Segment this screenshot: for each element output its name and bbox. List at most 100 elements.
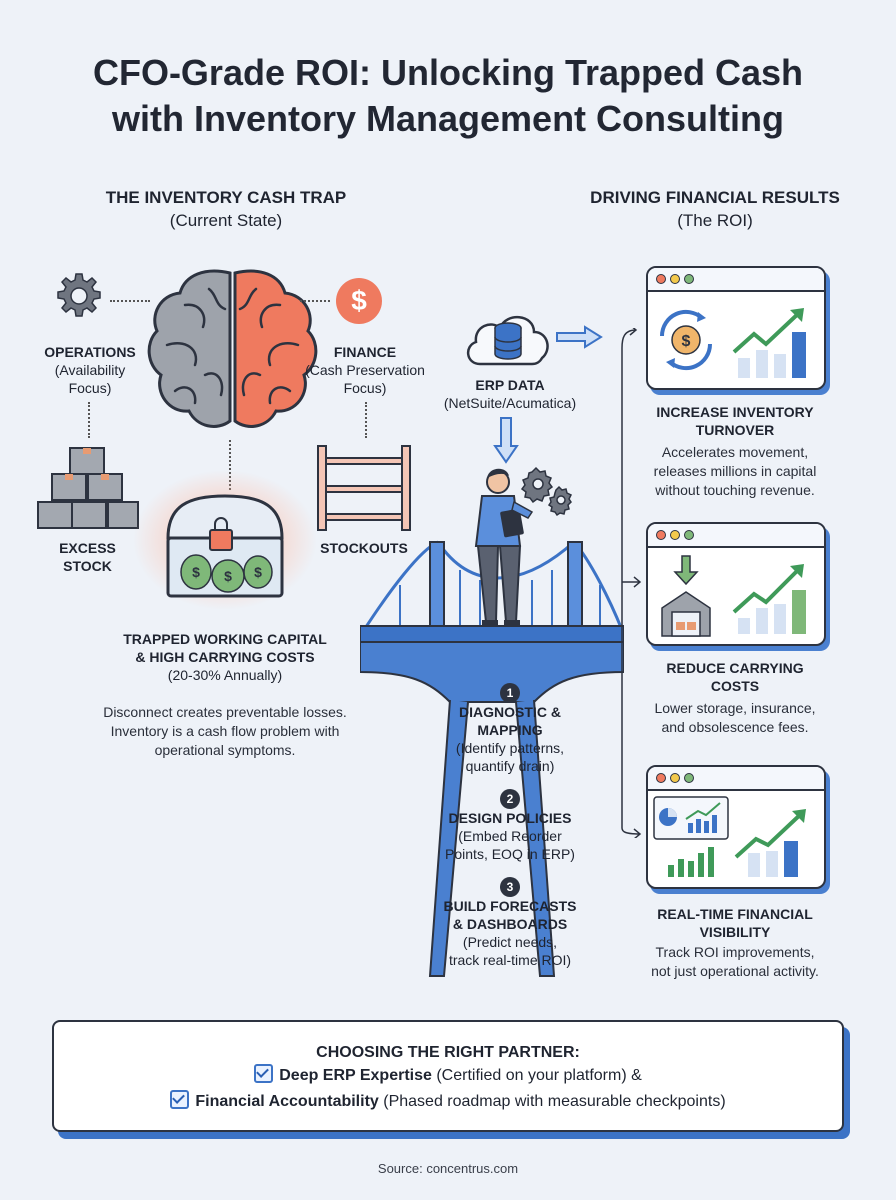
step-2: 2 DESIGN POLICIES (Embed Reorder Points,… xyxy=(430,789,590,863)
svg-text:$: $ xyxy=(224,568,232,584)
carrying-costs-title-1: REDUCE CARRYING xyxy=(666,660,804,676)
step-1-desc-1: (Identify patterns, xyxy=(455,740,565,756)
title-line-1: CFO-Grade ROI: Unlocking Trapped Cash xyxy=(92,52,804,93)
operations-desc-2: Focus) xyxy=(68,380,112,396)
finance-desc-2: Focus) xyxy=(343,380,387,396)
partner-box: CHOOSING THE RIGHT PARTNER: Deep ERP Exp… xyxy=(52,1020,844,1132)
carrying-costs-desc-2: and obsolescence fees. xyxy=(661,719,809,735)
trapped-capital-line-1: TRAPPED WORKING CAPITAL xyxy=(123,631,327,647)
svg-text:$: $ xyxy=(254,564,262,580)
window-titlebar xyxy=(648,524,824,548)
brain-icon xyxy=(147,269,318,428)
boxes-icon xyxy=(37,447,139,529)
turnover-chart-icon: $ xyxy=(659,308,806,378)
visibility-desc-1: Track ROI improvements, xyxy=(655,944,815,960)
partner-item-2-rest: (Phased roadmap with measurable checkpoi… xyxy=(378,1093,726,1110)
dollar-icon: $ xyxy=(336,278,382,324)
step-2-desc-1: (Embed Reorder xyxy=(458,828,562,844)
partner-item-2-bold: Financial Accountability xyxy=(195,1093,379,1110)
step-3-desc-2: track real-time ROI) xyxy=(448,952,572,968)
carrying-costs-title-2: COSTS xyxy=(710,678,760,694)
visibility-label: REAL-TIME FINANCIAL VISIBILITY xyxy=(630,905,840,941)
partner-item-1-rest: (Certified on your platform) & xyxy=(431,1067,642,1084)
arrow-right-icon xyxy=(556,325,603,349)
step-3-desc-1: (Predict needs, xyxy=(462,934,558,950)
cash-trap-summary: Disconnect creates preventable losses. I… xyxy=(60,703,390,760)
step-2-title-1: DESIGN POLICIES xyxy=(448,810,572,826)
step-1-desc-2: quantify drain) xyxy=(465,758,555,774)
dashboard-chart-icon xyxy=(653,796,806,877)
results-title: DRIVING FINANCIAL RESULTS xyxy=(590,188,840,207)
arrow-down-icon xyxy=(493,417,519,464)
stockouts-label: STOCKOUTS xyxy=(304,539,424,557)
partner-heading: CHOOSING THE RIGHT PARTNER: xyxy=(316,1044,580,1061)
turnover-title-1: INCREASE INVENTORY xyxy=(656,404,814,420)
cash-trap-heading: THE INVENTORY CASH TRAP (Current State) xyxy=(66,186,386,232)
visibility-desc-2: not just operational activity. xyxy=(651,963,819,979)
page-title: CFO-Grade ROI: Unlocking Trapped Cash wi… xyxy=(0,50,896,142)
trapped-capital-line-2: & HIGH CARRYING COSTS xyxy=(135,649,315,665)
excess-stock-label: EXCESS STOCK xyxy=(40,539,135,575)
summary-line-1: Disconnect creates preventable losses. xyxy=(103,704,347,720)
erp-data-title: ERP DATA xyxy=(475,377,545,393)
finance-label: FINANCE (Cash Preservation Focus) xyxy=(300,343,430,397)
stockouts-title: STOCKOUTS xyxy=(320,540,408,556)
step-2-number: 2 xyxy=(500,789,520,809)
gear-icon xyxy=(57,273,101,317)
step-1-title-1: DIAGNOSTIC & xyxy=(459,704,561,720)
erp-data-label: ERP DATA (NetSuite/Acumatica) xyxy=(420,376,600,412)
visibility-title-2: VISIBILITY xyxy=(699,924,771,940)
svg-text:$: $ xyxy=(682,333,691,350)
turnover-desc-1: Accelerates movement, xyxy=(661,444,809,460)
turnover-card: $ xyxy=(646,266,826,390)
finance-desc-1: (Cash Preservation xyxy=(305,362,425,378)
window-titlebar xyxy=(648,767,824,791)
carrying-costs-card xyxy=(646,522,826,646)
turnover-desc-2: releases millions in capital xyxy=(653,463,817,479)
visibility-title-1: REAL-TIME FINANCIAL xyxy=(657,906,813,922)
step-3: 3 BUILD FORECASTS & DASHBOARDS (Predict … xyxy=(430,877,590,969)
step-2-desc-2: Points, EOQ in ERP) xyxy=(445,846,575,862)
warehouse-chart-icon xyxy=(661,555,806,637)
turnover-desc: Accelerates movement, releases millions … xyxy=(622,443,848,500)
visibility-card xyxy=(646,765,826,889)
erp-data-desc: (NetSuite/Acumatica) xyxy=(443,395,577,411)
operations-label: OPERATIONS (Availability Focus) xyxy=(30,343,150,397)
excess-stock-line-2: STOCK xyxy=(63,558,112,574)
partner-item-1-bold: Deep ERP Expertise xyxy=(279,1067,432,1084)
turnover-title-2: TURNOVER xyxy=(695,422,775,438)
turnover-desc-3: without touching revenue. xyxy=(655,482,815,498)
window-titlebar xyxy=(648,268,824,292)
operations-desc-1: (Availability xyxy=(54,362,126,378)
svg-text:$: $ xyxy=(351,285,367,316)
step-3-title-2: & DASHBOARDS xyxy=(452,916,568,932)
summary-line-3: operational symptoms. xyxy=(154,742,296,758)
carrying-costs-label: REDUCE CARRYING COSTS xyxy=(630,659,840,695)
trapped-capital-line-3: (20-30% Annually) xyxy=(167,667,283,683)
empty-shelf-icon xyxy=(317,445,411,531)
svg-text:$: $ xyxy=(192,564,200,580)
excess-stock-line-1: EXCESS xyxy=(59,540,116,556)
partner-item-2: Financial Accountability (Phased roadmap… xyxy=(54,1090,842,1114)
carrying-costs-desc-1: Lower storage, insurance, xyxy=(654,700,816,716)
trapped-capital-label: TRAPPED WORKING CAPITAL & HIGH CARRYING … xyxy=(90,630,360,684)
cash-trap-title: THE INVENTORY CASH TRAP xyxy=(105,188,347,207)
step-3-number: 3 xyxy=(500,877,520,897)
cash-trap-subtitle: (Current State) xyxy=(169,211,283,230)
title-line-2: with Inventory Management Consulting xyxy=(111,98,785,139)
finance-title: FINANCE xyxy=(333,344,397,360)
source-footnote: Source: concentrus.com xyxy=(377,1161,519,1176)
results-connector xyxy=(621,328,642,838)
checkbox-icon xyxy=(254,1064,274,1083)
partner-item-1: Deep ERP Expertise (Certified on your pl… xyxy=(54,1064,842,1088)
summary-line-2: Inventory is a cash flow problem with xyxy=(110,723,340,739)
results-subtitle: (The ROI) xyxy=(677,211,753,230)
visibility-desc: Track ROI improvements, not just operati… xyxy=(616,943,854,981)
cloud-database-icon xyxy=(467,316,549,366)
results-heading: DRIVING FINANCIAL RESULTS (The ROI) xyxy=(560,186,870,232)
checkbox-icon xyxy=(170,1090,190,1109)
step-3-title-1: BUILD FORECASTS xyxy=(443,898,577,914)
consultant-person-icon xyxy=(474,466,573,626)
step-1: 1 DIAGNOSTIC & MAPPING (Identify pattern… xyxy=(430,683,590,775)
step-1-number: 1 xyxy=(500,683,520,703)
